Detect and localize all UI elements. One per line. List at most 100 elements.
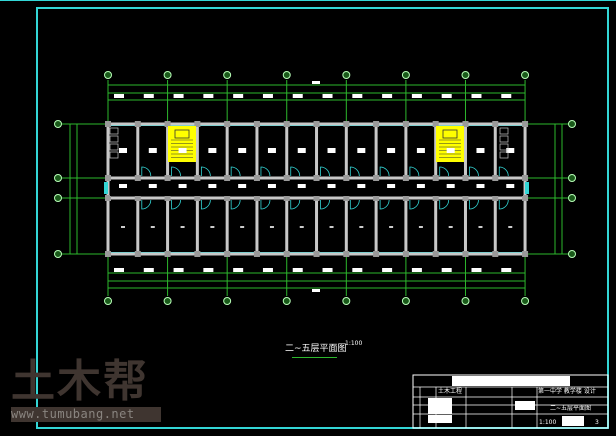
toilet-stall [109, 135, 119, 143]
corridor-label [148, 184, 157, 188]
toilet-stall [499, 143, 509, 151]
column [194, 175, 201, 181]
title-block-field [428, 406, 452, 414]
dimension-text [143, 94, 154, 98]
axis-bubble [568, 174, 576, 182]
axis-bubble [521, 71, 530, 79]
dimension-text [114, 94, 124, 98]
column [105, 195, 111, 201]
room-label [478, 226, 483, 228]
title-underline [292, 357, 337, 358]
room-label [416, 148, 425, 153]
axis-bubble [223, 71, 232, 79]
axis-bubble [104, 71, 112, 79]
column [194, 195, 201, 201]
dimension-text [322, 94, 333, 98]
column [522, 251, 529, 257]
dimension-text [382, 94, 393, 98]
dimension-text [471, 268, 482, 272]
dimension-text [143, 268, 154, 272]
column [313, 175, 320, 181]
toilet-stall [109, 151, 119, 159]
room-label [357, 148, 366, 153]
door-swing [290, 166, 301, 177]
dimension-text [411, 94, 422, 98]
axis-bubble [163, 297, 172, 305]
door-swing [230, 199, 241, 210]
column [253, 175, 260, 181]
column [313, 121, 320, 127]
room-label [269, 226, 274, 228]
corridor [110, 181, 523, 196]
dimension-text [262, 94, 273, 98]
room-label [208, 148, 217, 153]
column [462, 195, 469, 201]
toilet-stall [109, 127, 119, 135]
corridor-label [178, 184, 187, 188]
room-label [418, 226, 423, 228]
title-block-field [428, 398, 452, 406]
column [462, 121, 469, 127]
room-label [148, 148, 157, 153]
dimension-text [352, 268, 363, 272]
room-label [389, 226, 394, 228]
watermark-logo: 土木帮 [11, 356, 149, 407]
column [373, 251, 380, 257]
door-swing [200, 166, 211, 177]
corridor-label [416, 184, 425, 188]
door-swing [260, 166, 271, 177]
column [224, 121, 231, 127]
column [402, 251, 409, 257]
room-label [119, 148, 127, 153]
column [283, 251, 290, 257]
room-label [476, 148, 485, 153]
axis-bubble [54, 250, 62, 258]
column [164, 121, 171, 127]
column [134, 121, 141, 127]
column [462, 251, 469, 257]
title-block-discipline: 土木工程 [438, 388, 463, 395]
room-label [297, 148, 306, 153]
door-swing [141, 166, 152, 177]
room-label [267, 148, 276, 153]
toilet-stall [499, 135, 509, 143]
axis-bubble [54, 174, 62, 182]
door-swing [200, 199, 211, 210]
room-label [238, 148, 247, 153]
axis-bubble [461, 297, 470, 305]
door-swing [349, 199, 360, 210]
room-label [210, 226, 215, 228]
dimension-text [312, 289, 320, 292]
dimension-text [233, 268, 244, 272]
door-swing [320, 166, 330, 177]
title-block-field [562, 416, 584, 426]
column [253, 251, 260, 257]
title-block-sheet-no: 3 [595, 419, 599, 426]
corridor-label [267, 184, 276, 188]
dimension-text [352, 94, 363, 98]
column [164, 195, 171, 201]
room-label [121, 226, 125, 228]
title-block-header [452, 376, 570, 386]
column [283, 175, 290, 181]
door-swing [260, 199, 271, 210]
column [343, 251, 350, 257]
column [313, 195, 320, 201]
dimension-text [441, 94, 452, 98]
column [402, 175, 409, 181]
stair-handrail [174, 129, 190, 139]
column [134, 251, 141, 257]
column [402, 121, 409, 127]
toilet-stall [499, 151, 509, 159]
room-label [240, 226, 245, 228]
column [105, 175, 111, 181]
column [105, 251, 111, 257]
column [373, 121, 380, 127]
door-swing [290, 199, 301, 210]
corridor-label [208, 184, 217, 188]
corridor-label [446, 184, 455, 188]
room-label [327, 148, 336, 153]
dimension-text [292, 94, 303, 98]
dimension-text [471, 94, 482, 98]
column [492, 121, 499, 127]
